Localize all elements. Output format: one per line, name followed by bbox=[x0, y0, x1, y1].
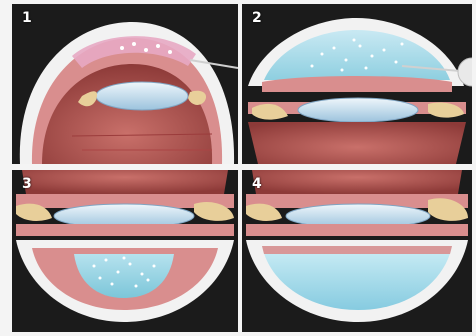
panel-3-label: 3 bbox=[22, 176, 32, 192]
panel-4: 4 bbox=[242, 170, 472, 332]
panel-4-label: 4 bbox=[252, 176, 262, 192]
panel-2-label: 2 bbox=[252, 10, 262, 26]
sheath bbox=[262, 246, 452, 254]
panel-1-label: 1 bbox=[22, 10, 32, 26]
eye-illustration-1 bbox=[12, 4, 238, 164]
eye-illustration-2 bbox=[242, 4, 472, 164]
lens bbox=[96, 82, 188, 110]
lens bbox=[298, 98, 418, 122]
panel-1: 1 bbox=[12, 4, 238, 164]
vitreous-top bbox=[252, 170, 462, 194]
eye-illustration-4 bbox=[242, 170, 472, 332]
vitreous-top bbox=[22, 170, 228, 194]
panel-2: 2 bbox=[242, 4, 472, 164]
vitreous-chamber bbox=[248, 122, 466, 164]
eye-illustration-3 bbox=[12, 170, 238, 332]
panel-3: 3 bbox=[12, 170, 238, 332]
